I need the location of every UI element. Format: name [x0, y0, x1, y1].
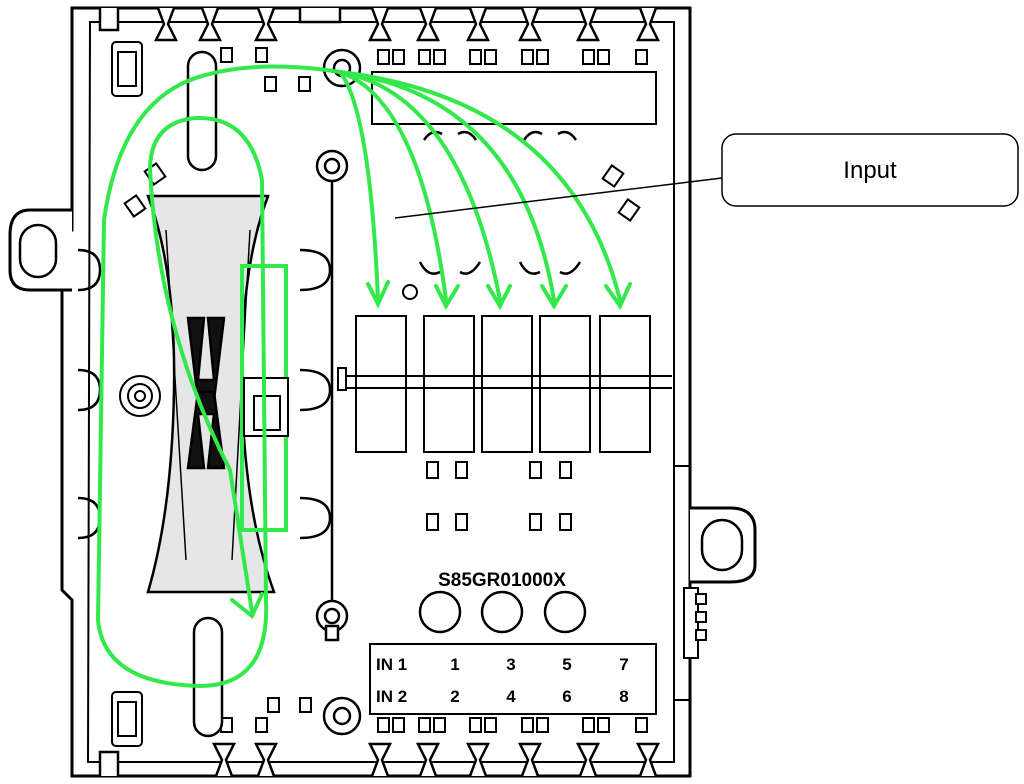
port-hole-1 — [418, 590, 462, 634]
fiber-path-3 — [338, 70, 502, 302]
fiber-path-2 — [338, 70, 448, 302]
arrow-2 — [434, 284, 460, 311]
port-row2-label: IN 2 — [376, 687, 407, 706]
slots — [220, 47, 648, 733]
round-ports — [418, 590, 587, 634]
arrow-3 — [486, 284, 512, 311]
arrow-loop — [230, 592, 264, 620]
arrow-5 — [604, 282, 632, 311]
port-number-8: 8 — [619, 687, 628, 706]
fiber-routing — [95, 64, 622, 689]
port-hole-3 — [543, 590, 587, 634]
model-code: S85GR01000X — [438, 570, 566, 591]
channel-5 — [599, 315, 651, 453]
top-teeth — [98, 7, 661, 42]
spindle-post — [186, 50, 224, 738]
port-number-1: 1 — [450, 655, 459, 674]
port-row1-label: IN 1 — [376, 655, 407, 674]
callout-leader — [394, 177, 723, 219]
splice-channels — [337, 315, 672, 453]
channel-2 — [423, 315, 475, 453]
clover-nut — [119, 375, 161, 417]
fiber-path-1 — [338, 70, 380, 302]
right-connector — [674, 465, 707, 701]
fiber-path-4 — [338, 70, 556, 302]
port-number-5: 5 — [562, 655, 571, 674]
diagonal-tabs — [123, 162, 641, 222]
port-number-6: 6 — [562, 687, 571, 706]
port-label-box — [369, 643, 657, 715]
port-hole-2 — [480, 590, 524, 634]
port-number-4: 4 — [506, 687, 516, 706]
sleeve-lock-window — [253, 395, 281, 431]
fiber-guides — [418, 130, 582, 275]
fiber-loop — [95, 64, 342, 689]
channel-1 — [355, 315, 407, 453]
right-mounting-ear — [690, 506, 757, 584]
left-mounting-ear — [8, 208, 72, 292]
arrow-1 — [366, 280, 390, 309]
port-number-2: 2 — [450, 687, 459, 706]
callout-label: Input — [843, 157, 897, 184]
bottom-teeth — [98, 742, 661, 777]
fiber-path-5 — [338, 70, 622, 302]
port-number-3: 3 — [506, 655, 515, 674]
channel-4 — [539, 315, 591, 453]
arrow-4 — [540, 284, 568, 310]
locator-hole — [402, 284, 418, 300]
port-number-7: 7 — [619, 655, 628, 674]
top-label-strip — [371, 71, 657, 125]
fiber-arrowheads — [230, 280, 632, 620]
channel-3 — [481, 315, 533, 453]
corner-clips — [111, 41, 143, 747]
callout-box — [721, 133, 1019, 207]
